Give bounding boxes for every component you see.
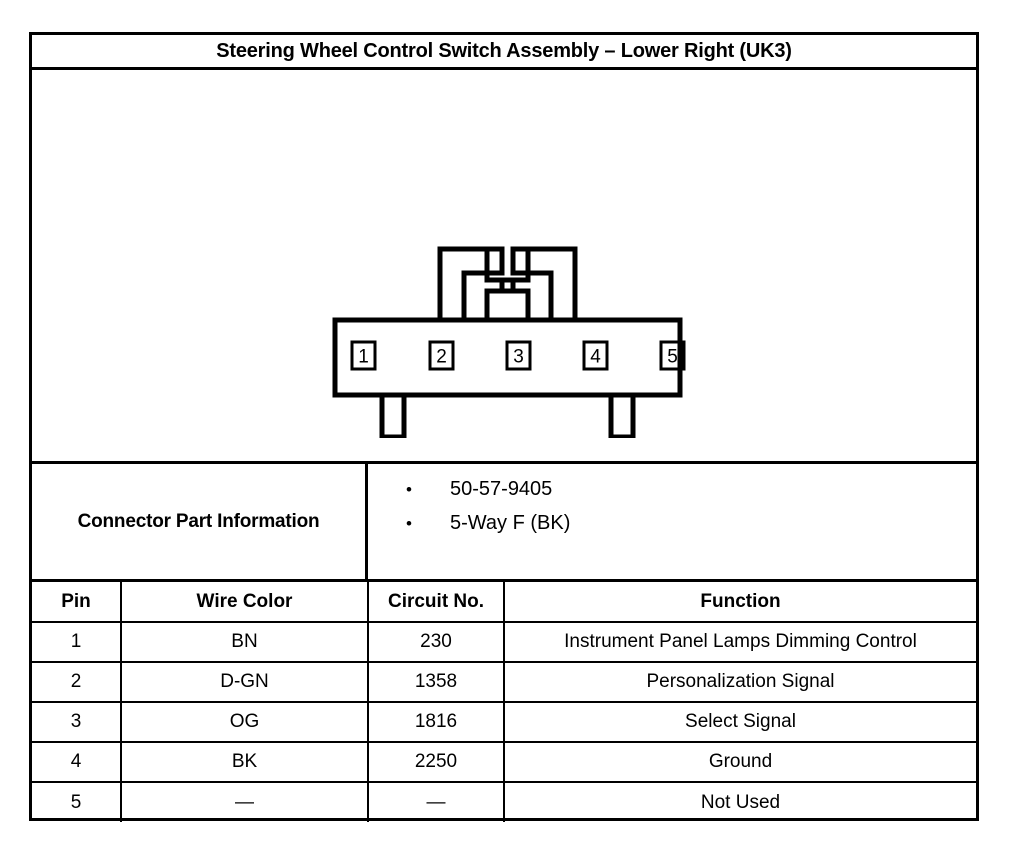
connector-part-information-values: • 50-57-9405 • 5-Way F (BK) [368,464,976,579]
cavity-label-4: 4 [590,347,601,368]
latch-left-outer [437,246,505,320]
column-header-wire-color: Wire Color [120,582,369,623]
cell-wire-color: — [120,781,369,822]
connector-body [332,317,683,398]
cell-wire-color: BK [120,741,369,783]
cavity-label-1: 1 [358,347,369,368]
table-header-row: Pin Wire Color Circuit No. Function [32,582,976,623]
diagram-frame: Steering Wheel Control Switch Assembly –… [29,32,979,822]
cell-function: Personalization Signal [503,661,976,703]
cell-wire-color: OG [120,701,369,743]
cell-function: Instrument Panel Lamps Dimming Control [503,621,976,663]
cell-pin: 4 [32,741,122,783]
cell-circuit-no: 1816 [367,701,505,743]
latch-center-right [484,249,516,320]
column-header-circuit-no: Circuit No. [367,582,505,623]
part-number-value: 50-57-9405 [450,478,553,500]
table-row: 2 D-GN 1358 Personalization Signal [32,661,976,703]
bullet-icon: • [406,480,412,499]
column-header-pin: Pin [32,582,122,623]
cell-function: Ground [503,741,976,783]
cell-circuit-no: 230 [367,621,505,663]
table-row: 4 BK 2250 Ground [32,741,976,783]
connector-part-information-label-cell: Connector Part Information [32,464,368,579]
connector-cavity-4: 4 [582,340,609,371]
bullet-icon: • [406,514,412,533]
cell-wire-color: BN [120,621,369,663]
connector-drawing: 1 2 3 4 [325,223,690,440]
connector-leg-right [608,395,636,440]
cavity-label-3: 3 [513,347,524,368]
cell-function: Select Signal [503,701,976,743]
connector-cavity-1: 1 [350,340,377,371]
connector-part-information-label: Connector Part Information [77,510,320,532]
page-title-bar: Steering Wheel Control Switch Assembly –… [32,35,976,70]
cell-pin: 2 [32,661,122,703]
table-row: 5 — — Not Used [32,781,976,822]
cell-pin: 1 [32,621,122,663]
cell-pin: 5 [32,781,122,822]
cavity-box-1 [350,340,377,371]
cell-circuit-no: — [367,781,505,822]
cavity-box-3 [505,340,532,371]
page-title: Steering Wheel Control Switch Assembly –… [216,39,792,62]
connector-cavity-3: 3 [505,340,532,371]
cavity-label-5: 5 [667,347,678,368]
cavity-label-2: 2 [436,347,447,368]
table-row: 3 OG 1816 Select Signal [32,701,976,743]
part-information-item: • 5-Way F (BK) [368,512,976,546]
connector-type-value: 5-Way F (BK) [450,512,571,534]
connector-svg: 1 2 3 4 [332,246,686,440]
cell-wire-color: D-GN [120,661,369,703]
cavity-box-2 [428,340,455,371]
column-header-function: Function [503,582,976,623]
table-row: 1 BN 230 Instrument Panel Lamps Dimming … [32,621,976,663]
cell-circuit-no: 2250 [367,741,505,783]
cell-circuit-no: 1358 [367,661,505,703]
cell-pin: 3 [32,701,122,743]
connector-cavity-5: 5 [659,340,686,371]
pin-assignment-table: Pin Wire Color Circuit No. Function 1 BN… [32,582,976,822]
pin-assignment-table-wrapper: Pin Wire Color Circuit No. Function 1 BN… [32,582,976,822]
connector-cavity-2: 2 [428,340,455,371]
latch-right-outer [510,246,578,320]
connector-leg-left [379,395,407,440]
cavity-box-5 [659,340,686,371]
part-information-item: • 50-57-9405 [368,478,976,512]
latch-center-left [499,249,531,320]
cell-function: Not Used [503,781,976,822]
cavity-box-4 [582,340,609,371]
connector-part-information-row: Connector Part Information • 50-57-9405 … [32,464,976,582]
connector-illustration-panel: 1 2 3 4 [32,70,976,464]
